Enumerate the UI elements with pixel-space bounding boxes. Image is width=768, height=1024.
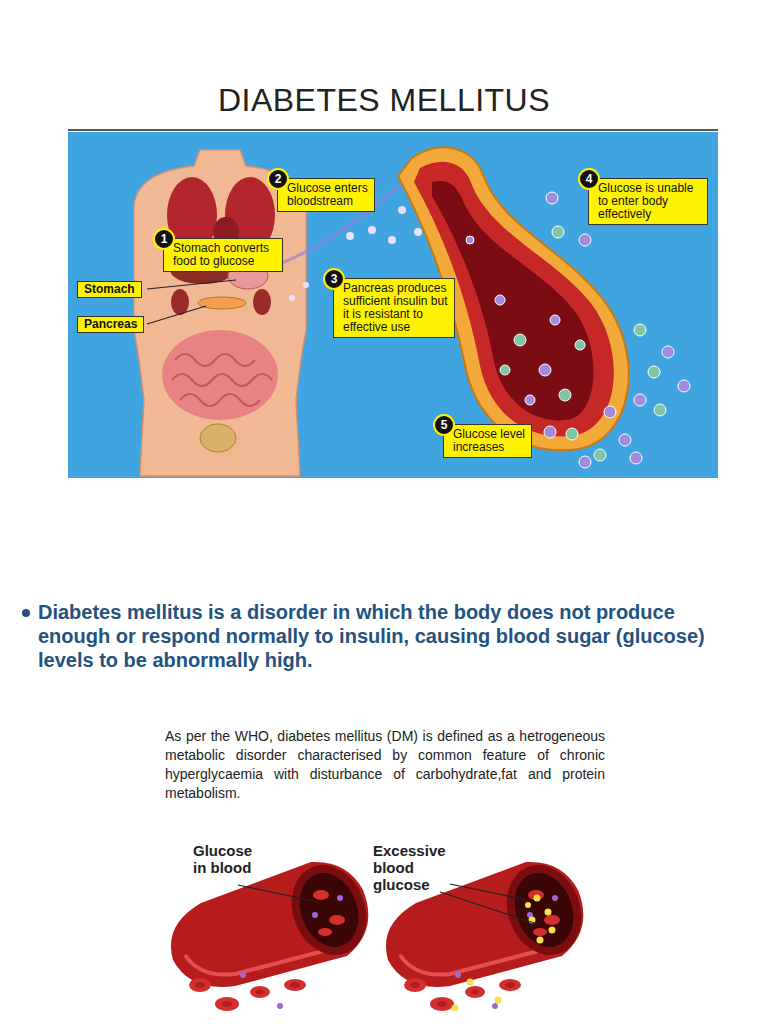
illustration-shape — [414, 228, 422, 236]
illustration-shape — [634, 394, 646, 406]
illustration-shape — [546, 192, 558, 204]
illustration-shape — [450, 884, 528, 900]
callout-text: Pancreas produces sufficient insulin but… — [343, 282, 449, 334]
illustration-shape — [619, 434, 631, 446]
illustration-shape — [500, 365, 510, 375]
callout-text: Stomach converts food to glucose — [173, 242, 277, 268]
illustration-shape — [495, 295, 505, 305]
callout-box: 3Pancreas produces sufficient insulin bu… — [333, 278, 455, 338]
illustration-shape — [544, 426, 556, 438]
illustration-shape — [467, 979, 474, 986]
illustration-shape — [539, 364, 551, 376]
illustration-shape — [579, 234, 591, 246]
callout-text: Glucose is unable to enter body effectiv… — [598, 182, 702, 221]
illustration-shape — [630, 452, 642, 464]
illustration-shape — [147, 306, 206, 324]
callout-number: 3 — [323, 268, 345, 290]
illustration-shape — [388, 236, 396, 244]
callout-number: 2 — [267, 168, 289, 190]
organ-label: Pancreas — [84, 318, 137, 331]
illustration-shape — [147, 280, 236, 289]
illustration-shape — [594, 449, 606, 461]
illustration-shape — [559, 389, 571, 401]
illustration-shape — [550, 315, 560, 325]
organ-label: Stomach — [84, 283, 135, 296]
illustration-shape — [514, 334, 526, 346]
illustration-shape — [68, 132, 718, 478]
page-title: DIABETES MELLITUS — [0, 82, 768, 119]
illustration-shape — [534, 895, 541, 902]
illustration-shape — [654, 404, 666, 416]
illustration-shape — [368, 226, 376, 234]
illustration-shape — [549, 927, 556, 934]
figure-label: Glucose in blood — [193, 842, 268, 876]
callout-box: 4Glucose is unable to enter body effecti… — [588, 178, 708, 225]
illustration-shape — [662, 346, 674, 358]
figure-label: Excessive blood glucose — [373, 842, 461, 893]
illustration-shape — [398, 206, 406, 214]
callout-box: 2Glucose enters bloodstream — [277, 178, 375, 212]
illustration-shape — [262, 168, 420, 270]
illustration-shape — [171, 289, 189, 315]
illustration-shape — [171, 854, 379, 1011]
callout-text: Glucose enters bloodstream — [287, 182, 369, 208]
illustration-shape — [200, 424, 236, 452]
illustration-shape — [198, 297, 246, 309]
illustration-shape — [579, 456, 591, 468]
callout-text: Glucose level increases — [453, 428, 526, 454]
illustration-shape — [604, 406, 616, 418]
illustration-shape — [648, 366, 660, 378]
illustration-shape — [466, 236, 474, 244]
callout-box: 1Stomach converts food to glucose — [163, 238, 283, 272]
illustration-shape — [432, 181, 594, 420]
illustration-shape — [575, 340, 585, 350]
definition-note: As per the WHO, diabetes mellitus (DM) i… — [165, 727, 605, 803]
illustration-shape — [172, 354, 272, 406]
illustration-shape — [495, 997, 502, 1004]
organ-label-box: Stomach — [77, 281, 142, 298]
callout-box: 5Glucose level increases — [443, 424, 532, 458]
illustration-shape — [678, 380, 690, 392]
illustration-shape — [238, 885, 318, 902]
illustration-shape — [452, 1005, 459, 1012]
illustration-shape — [566, 428, 578, 440]
bullet-text: Diabetes mellitus is a disorder in which… — [38, 600, 738, 672]
illustration-shape — [289, 295, 295, 301]
illustration-shape — [525, 395, 535, 405]
illustration-shape — [253, 289, 271, 315]
illustration-shape — [545, 909, 552, 916]
illustration-shape — [346, 232, 354, 240]
illustration-shape — [525, 902, 531, 908]
illustration-shape — [440, 892, 540, 925]
illustration-shape — [537, 937, 544, 944]
illustration-shape — [552, 226, 564, 238]
illustration-shape — [303, 282, 309, 288]
illustration-shape — [22, 609, 30, 617]
callout-number: 5 — [433, 414, 455, 436]
illustration-shape — [634, 324, 646, 336]
organ-label-box: Pancreas — [77, 316, 144, 333]
callout-number: 4 — [578, 168, 600, 190]
illustration-shape — [68, 129, 718, 131]
callout-number: 1 — [153, 228, 175, 250]
illustration-shape — [162, 330, 278, 420]
